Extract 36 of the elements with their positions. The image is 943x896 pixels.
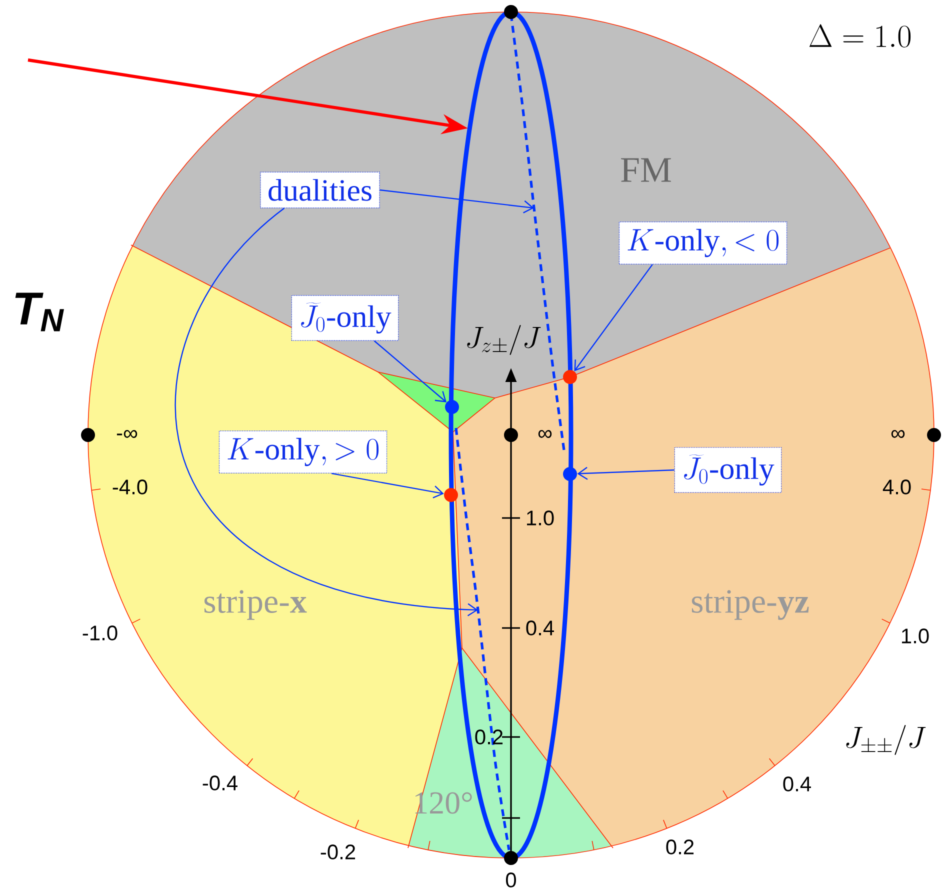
region-label: FM: [621, 158, 671, 182]
tick-label: 0.2: [666, 840, 694, 854]
tick-label: ∞: [891, 430, 905, 438]
label-box: $\widetilde{J}_0\textrm{-only}$: [674, 447, 782, 493]
point-marker: [563, 467, 577, 481]
label-box: $\widetilde{J}_0\textrm{-only}$: [291, 295, 399, 341]
leader-arrow: [331, 472, 444, 498]
tick-label: 0.4: [783, 776, 811, 792]
point-marker: [563, 370, 577, 384]
tick-label: ∞: [538, 430, 552, 438]
tick-label: -∞: [116, 430, 138, 438]
tick-label: -4.0: [112, 480, 148, 494]
tick-label: 0.4: [526, 620, 554, 636]
tick-label: 0.2: [475, 730, 503, 744]
leader-arrow: [577, 466, 674, 480]
leader-arrow: [380, 189, 534, 214]
tick-label: -1.0: [82, 626, 118, 640]
tick-label: -0.4: [202, 776, 238, 790]
tick-label: -0.2: [320, 844, 356, 860]
label-box: dualities: [260, 172, 380, 208]
point-marker: [444, 488, 458, 502]
leader-arrow: [574, 264, 653, 372]
point-marker: [445, 400, 459, 414]
leader-arrow: [374, 340, 447, 402]
axis-label: $J_{\pm\pm}/J$: [846, 725, 926, 755]
label-box: $K\textrm{-only}, < 0$: [618, 222, 788, 264]
symbol-label: T$_{N}$: [15, 292, 64, 332]
leader-arrow: [174, 208, 478, 616]
tick-label: 4.0: [882, 480, 911, 494]
tick-label: 1.0: [527, 510, 554, 526]
region-label: stripe-yz: [692, 590, 809, 620]
parameter-label: $\Delta = 1.0$: [809, 24, 911, 48]
region-label: stripe-x: [204, 590, 307, 620]
tick-label: 1.0: [902, 628, 929, 644]
label-box: $K\textrm{-only}, > 0$: [218, 430, 388, 474]
axis-label: $J_{z\pm}/J$: [467, 325, 541, 355]
